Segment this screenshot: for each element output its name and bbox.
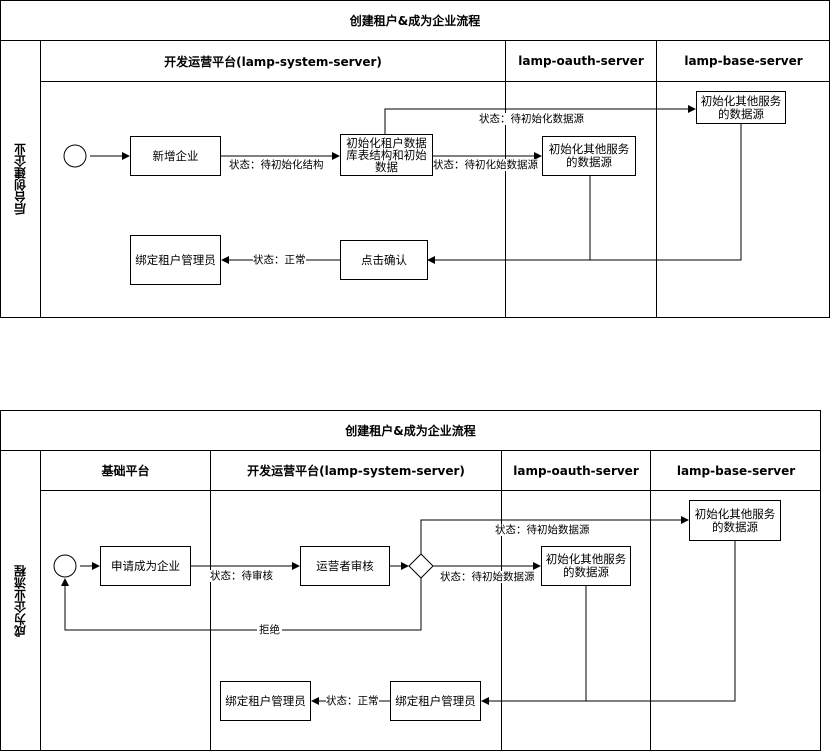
pool-1-title: 创建租户&成为企业流程 [349,13,481,28]
edge-label-to-oauth: 状态：待初化始数据源 [433,159,538,171]
start-event-1 [63,144,87,168]
column-header-oauth: lamp-oauth-server [518,54,644,68]
edge-label-to-base: 状态：待初始化数据源 [479,113,584,125]
bind-admin-task-left: 绑定租户管理员 [220,681,311,721]
edge-label-to-oauth: 状态：待初始数据源 [440,571,535,583]
bind-admin-task: 绑定租户管理员 [130,235,221,285]
pool-1-frame [0,0,830,318]
edge-label-to-review: 状态：待审核 [210,570,273,582]
column-header-base-platform: 基础平台 [101,464,150,478]
decision-gateway [408,553,434,579]
operator-review-task: 运营者审核 [300,546,390,586]
start-event-2 [53,554,77,578]
lane-2-label: 成为企业流程 [13,565,28,637]
lane-1-label: 后台创建企业 [13,143,28,216]
column-header-system: 开发运营平台(lamp-system-server) [164,54,382,69]
bind-admin-task-right: 绑定租户管理员 [390,681,481,721]
edge-label-to-bind: 状态：正常 [326,695,379,707]
edge-label-to-base: 状态：待初始数据源 [495,524,590,536]
column-header-oauth: lamp-oauth-server [513,463,639,478]
init-tenant-db-task: 初始化租户数据库表结构和初始数据 [340,134,433,176]
init-oauth-datasource-task: 初始化其他服务的数据源 [542,136,636,176]
column-header-system: 开发运营平台(lamp-system-server) [247,464,465,478]
init-base-datasource-task: 初始化其他服务的数据源 [696,91,786,124]
confirm-task: 点击确认 [340,240,428,280]
edge-label-to-init: 状态：待初始化结构 [229,159,324,171]
init-base-datasource-task: 初始化其他服务的数据源 [689,500,781,541]
init-oauth-datasource-task: 初始化其他服务的数据源 [541,546,631,586]
pool-2-title: 创建租户&成为企业流程 [345,424,476,438]
column-header-base: lamp-base-server [684,54,803,68]
add-enterprise-task: 新增企业 [130,136,221,176]
edge-label-to-bind: 状态：正常 [253,254,306,266]
edge-label-reject: 拒绝 [257,624,282,636]
column-header-base: lamp-base-server [676,463,796,478]
apply-enterprise-task: 申请成为企业 [100,546,191,586]
